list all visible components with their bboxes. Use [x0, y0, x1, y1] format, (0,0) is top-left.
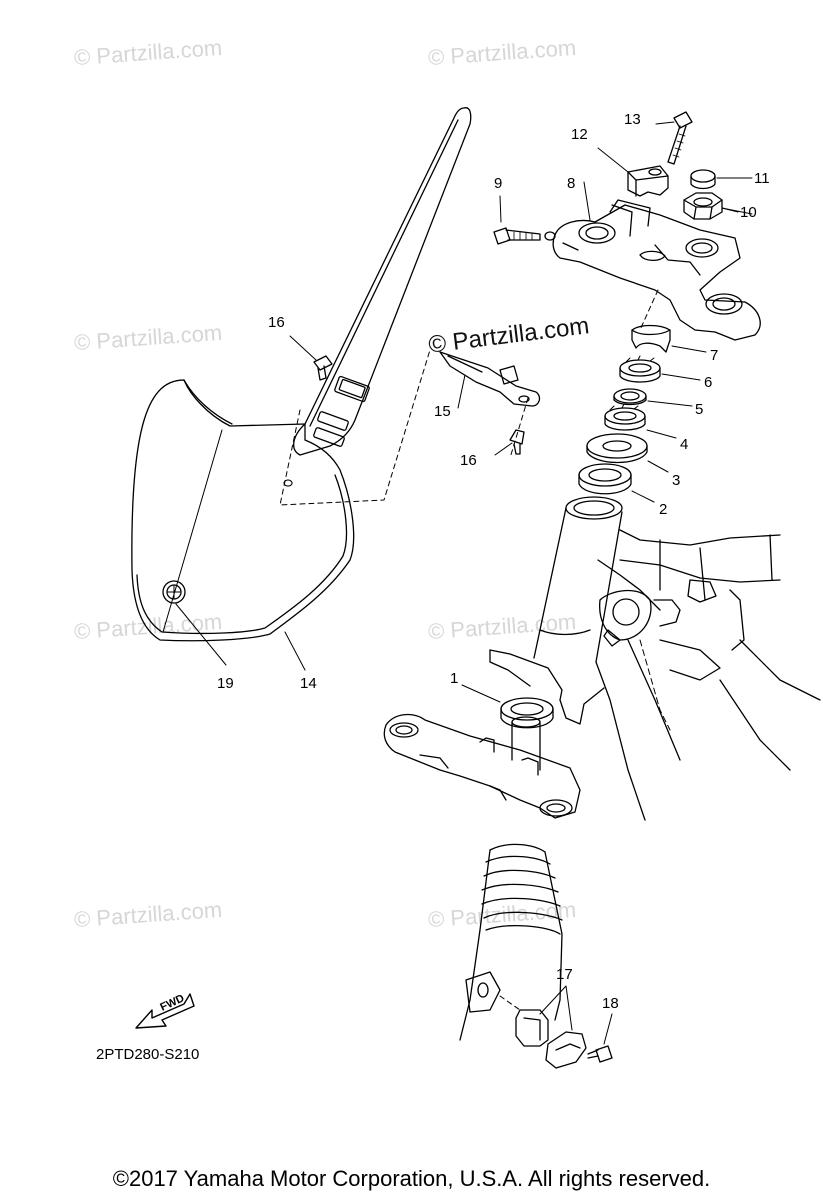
handlebar-clamp-12 — [627, 165, 669, 197]
bracket-15 — [439, 351, 541, 459]
fwd-arrow-icon — [135, 993, 195, 1029]
ring-nut-6 — [619, 355, 661, 383]
diagram-reference-code: 2PTD280-S210 — [96, 1046, 200, 1063]
callout-16-upper: 16 — [268, 314, 285, 331]
callout-13: 13 — [624, 111, 641, 128]
callout-17: 17 — [556, 966, 573, 983]
bolt-16-upper — [313, 355, 333, 381]
nut-10 — [683, 192, 723, 220]
callout-3: 3 — [672, 472, 681, 489]
bolt-18 — [587, 1045, 613, 1063]
callout-2: 2 — [659, 501, 668, 518]
washer-5 — [613, 388, 647, 406]
callout-6: 6 — [704, 374, 713, 391]
callout-1: 1 — [450, 670, 459, 687]
cap-11 — [690, 169, 716, 190]
callout-8: 8 — [567, 175, 576, 192]
callout-9: 9 — [494, 175, 503, 192]
ring-nut-4 — [604, 403, 646, 431]
callout-5: 5 — [695, 401, 704, 418]
cable-guide-17 — [515, 1009, 587, 1069]
callout-4: 4 — [680, 436, 689, 453]
dust-seal-3 — [586, 433, 648, 464]
callout-15: 15 — [434, 403, 451, 420]
callout-10: 10 — [740, 204, 757, 221]
fork-boot — [459, 843, 563, 1041]
callout-12: 12 — [571, 126, 588, 143]
callout-7: 7 — [710, 347, 719, 364]
callout-11: 11 — [754, 170, 770, 187]
bearing-1 — [500, 697, 554, 729]
callout-19: 19 — [217, 675, 234, 692]
number-plate — [131, 107, 472, 642]
upper-triple-clamp — [552, 199, 761, 341]
bearing-2 — [578, 463, 632, 495]
bolt-9 — [493, 227, 556, 245]
lower-triple-clamp — [383, 713, 581, 819]
callout-18: 18 — [602, 995, 619, 1012]
callout-14: 14 — [300, 675, 317, 692]
callout-16-lower: 16 — [460, 452, 477, 469]
copyright-notice: ©2017 Yamaha Motor Corporation, U.S.A. A… — [112, 1166, 711, 1191]
frame — [489, 496, 821, 821]
bolt-13 — [667, 111, 693, 165]
washer-7 — [631, 324, 671, 353]
